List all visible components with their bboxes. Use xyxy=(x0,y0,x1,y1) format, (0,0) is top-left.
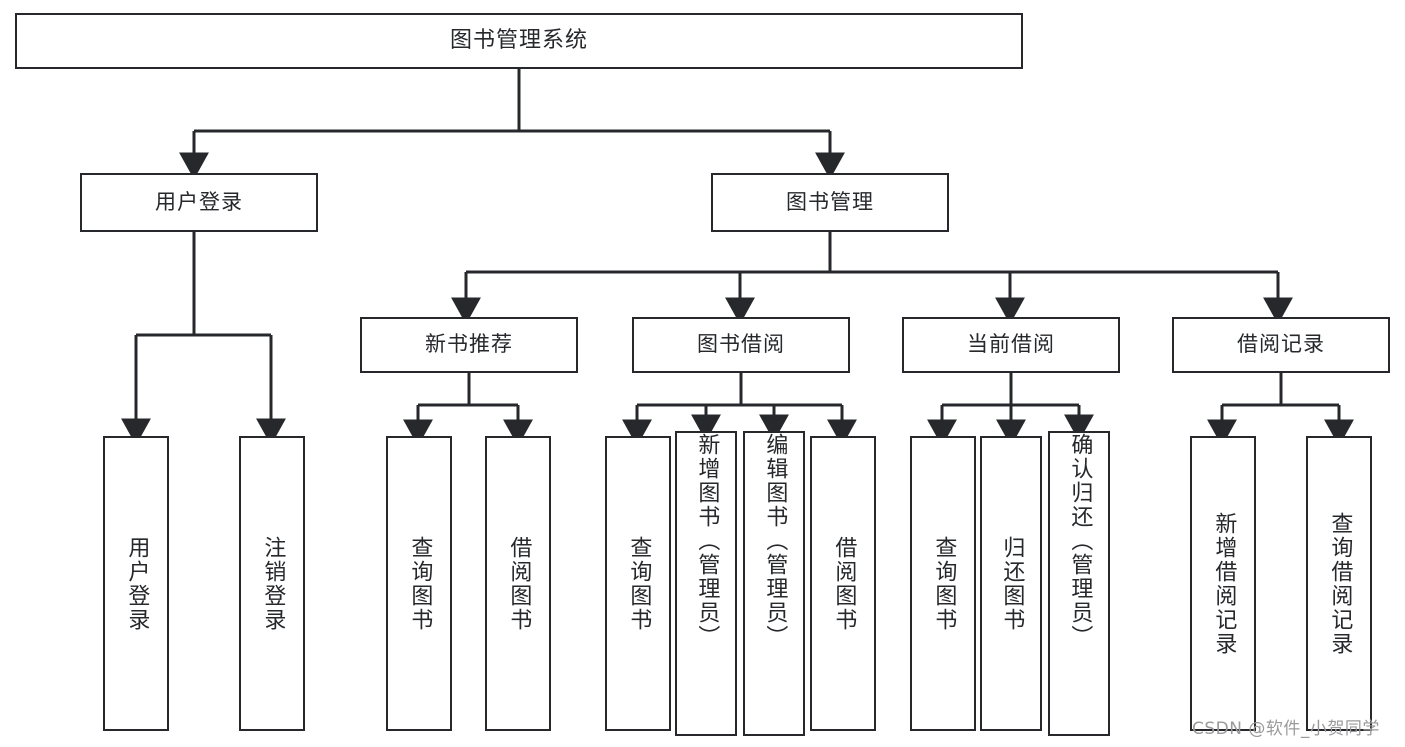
node-borrow-record[interactable]: 借阅记录 xyxy=(1172,317,1390,373)
leaf-logout-login[interactable]: 注销登录 xyxy=(239,436,305,731)
node-label: 编辑图书（管理员） xyxy=(762,433,788,649)
leaf-borrow-book-recommend[interactable]: 借阅图书 xyxy=(485,436,551,731)
node-current-borrow[interactable]: 当前借阅 xyxy=(902,317,1120,373)
leaf-add-borrow-record[interactable]: 新增借阅记录 xyxy=(1190,436,1256,731)
node-label: 图书管理 xyxy=(786,189,874,214)
node-user-login[interactable]: 用户登录 xyxy=(80,173,318,232)
leaf-query-book-current[interactable]: 查询图书 xyxy=(910,436,976,731)
node-label: 查询图书 xyxy=(626,535,652,632)
leaf-return-book[interactable]: 归还图书 xyxy=(980,436,1042,731)
node-label: 新增图书（管理员） xyxy=(694,433,720,649)
node-label: 用户登录 xyxy=(124,535,150,632)
node-label: 查询借阅记录 xyxy=(1327,511,1353,656)
node-label: 归还图书 xyxy=(999,535,1025,632)
leaf-query-borrow-record[interactable]: 查询借阅记录 xyxy=(1306,436,1372,731)
node-label: 图书借阅 xyxy=(697,332,785,357)
leaf-user-login[interactable]: 用户登录 xyxy=(103,436,169,731)
leaf-confirm-return-admin[interactable]: 确认归还（管理员） xyxy=(1048,431,1110,736)
leaf-borrow-book[interactable]: 借阅图书 xyxy=(810,436,876,731)
node-label: 借阅记录 xyxy=(1237,332,1325,357)
leaf-query-book-borrow[interactable]: 查询图书 xyxy=(605,436,671,731)
node-label: 借阅图书 xyxy=(831,535,857,632)
node-label: 当前借阅 xyxy=(967,332,1055,357)
node-book-management[interactable]: 图书管理 xyxy=(711,173,949,232)
node-label: 新增借阅记录 xyxy=(1211,511,1237,656)
node-book-borrow[interactable]: 图书借阅 xyxy=(632,317,850,373)
node-new-book-recommend[interactable]: 新书推荐 xyxy=(360,317,578,373)
node-label: 注销登录 xyxy=(260,535,286,632)
leaf-add-book-admin[interactable]: 新增图书（管理员） xyxy=(675,431,737,736)
node-label: 确认归还（管理员） xyxy=(1067,433,1093,649)
node-root-system[interactable]: 图书管理系统 xyxy=(15,13,1023,69)
node-label: 查询图书 xyxy=(931,535,957,632)
node-label: 用户登录 xyxy=(155,189,243,214)
leaf-edit-book-admin[interactable]: 编辑图书（管理员） xyxy=(743,431,805,736)
node-label: 借阅图书 xyxy=(506,535,532,632)
leaf-query-book-recommend[interactable]: 查询图书 xyxy=(386,436,452,731)
watermark-text: CSDN @软件_小贺同学 xyxy=(1192,719,1380,739)
node-label: 新书推荐 xyxy=(425,332,513,357)
node-label: 查询图书 xyxy=(407,535,433,632)
node-label: 图书管理系统 xyxy=(449,27,588,53)
